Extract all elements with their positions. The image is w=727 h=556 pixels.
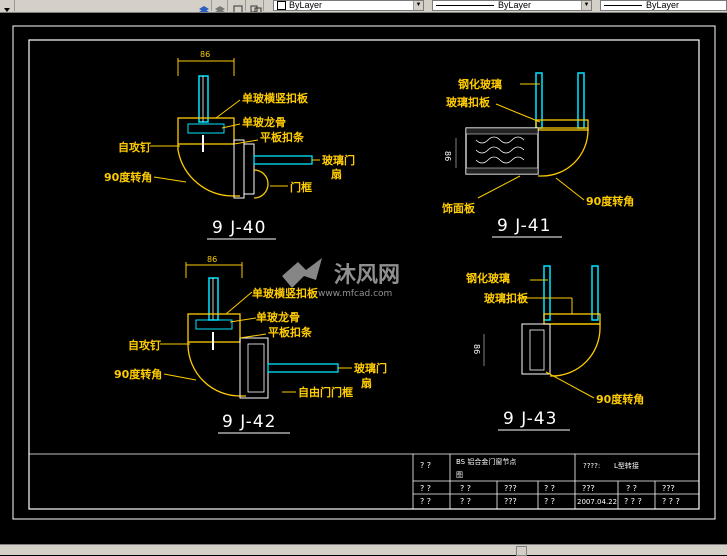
lineweight-dropdown[interactable]: ByLayer <box>600 0 727 11</box>
detail-9j-43: 86 钢化玻璃 玻璃扣板 90度转角 9 J-43 <box>466 265 644 431</box>
tb-r2c1: ? ? <box>420 484 431 493</box>
label-glass-door: 玻璃门 <box>322 153 355 167</box>
toolbar: ByLayer ▼ ByLayer ▼ ByLayer <box>0 0 727 13</box>
watermark-url: www.mfcad.com <box>318 289 392 299</box>
layer-manager-icon[interactable] <box>197 0 212 12</box>
detail-caption: 9 J-41 <box>497 216 551 236</box>
detail-9j-40: 86 单玻横竖扣板 单玻龙骨 平板扣条 自攻钉 玻璃门 扇 门框 90度转角 9… <box>104 50 355 240</box>
label-glass-door-2: 扇 <box>361 376 372 390</box>
label-clip: 单玻横竖扣板 <box>252 286 319 300</box>
label-clip: 玻璃扣板 <box>484 291 529 305</box>
linetype-dropdown-value: ByLayer <box>498 0 532 10</box>
tb-r2c3: ??? <box>504 484 517 493</box>
drawing-canvas[interactable]: 86 单玻横竖扣板 单玻龙骨 平板扣条 自攻钉 玻璃门 扇 门框 90度转角 9… <box>0 13 727 544</box>
label-corner: 90度转角 <box>596 392 644 406</box>
label-strip: 平板扣条 <box>260 130 305 144</box>
detail-9j-42: 86 单玻横竖扣板 单玻龙骨 平板扣条 自攻钉 玻璃门 扇 自由门门框 90度转… <box>114 255 387 434</box>
label-keel: 单玻龙骨 <box>256 310 300 324</box>
tb-r3c5: 2007.04.22 <box>577 498 617 506</box>
label-keel: 单玻龙骨 <box>242 115 286 129</box>
title-block <box>29 453 699 509</box>
dimension-label: 86 <box>443 151 452 161</box>
tb-r3c4: ? ? <box>544 497 555 506</box>
tb-r1c2: BS 铝合金门窗节点 <box>456 457 516 466</box>
tb-r1c1: ? ? <box>420 461 431 470</box>
watermark: 沐风网 www.mfcad.com <box>282 258 400 299</box>
chevron-down-icon[interactable]: ▼ <box>581 1 591 10</box>
tb-r3c7: ? ? ? <box>662 497 680 506</box>
tb-r2c2: ? ? <box>460 484 471 493</box>
label-strip: 平板扣条 <box>268 325 313 339</box>
label-screw: 自攻钉 <box>128 338 161 352</box>
lineweight-dropdown-value: ByLayer <box>646 0 680 10</box>
label-panel: 饰面板 <box>442 201 476 215</box>
tb-r1c3: 图 <box>456 471 463 479</box>
tb-r3c2: ? ? <box>460 497 471 506</box>
tb-r3c6: ? ? ? <box>624 497 642 506</box>
label-screw: 自攻钉 <box>118 140 151 154</box>
tb-r3c1: ? ? <box>420 497 431 506</box>
color-swatch <box>277 1 286 10</box>
label-corner: 90度转角 <box>586 194 634 208</box>
tb-r2c7: ??? <box>662 484 675 493</box>
label-glass-door: 玻璃门 <box>354 361 387 375</box>
label-clip: 单玻横竖扣板 <box>242 91 309 105</box>
label-corner: 90度转角 <box>114 367 162 381</box>
linetype-dropdown[interactable]: ByLayer ▼ <box>432 0 592 11</box>
drawing-frame <box>28 39 700 510</box>
tb-r3c3: ??? <box>504 497 517 506</box>
detail-caption: 9 J-40 <box>212 218 266 238</box>
label-corner: 90度转角 <box>104 170 152 184</box>
watermark-brand: 沐风网 <box>334 263 400 288</box>
dimension-label: 86 <box>207 255 217 264</box>
outer-border <box>12 25 716 520</box>
label-frame: 自由门门框 <box>298 385 353 399</box>
label-clip: 玻璃扣板 <box>446 95 491 109</box>
layer-previous-icon[interactable] <box>231 0 246 12</box>
chevron-down-icon[interactable]: ▼ <box>413 1 423 10</box>
tb-r1c4: ????: <box>583 462 600 470</box>
label-glass-door-2: 扇 <box>331 167 342 181</box>
tb-r2c4: ? ? <box>544 484 555 493</box>
detail-caption: 9 J-42 <box>222 412 276 432</box>
tb-r1c5: L型转接 <box>614 461 639 470</box>
label-tempered: 钢化玻璃 <box>458 77 502 91</box>
dropdown-arrow-button[interactable] <box>0 0 15 12</box>
status-bar <box>0 544 727 556</box>
watermark-logo-icon <box>282 258 322 288</box>
color-dropdown-value: ByLayer <box>289 0 323 10</box>
layer-copy-icon[interactable] <box>249 0 264 12</box>
label-frame: 门框 <box>290 180 312 194</box>
tb-r2c5: ??? <box>582 484 595 493</box>
detail-caption: 9 J-43 <box>503 409 557 429</box>
scroll-left-button[interactable] <box>516 546 527 556</box>
detail-9j-41: 86 钢化玻璃 玻璃扣板 饰面板 90度转角 9 J-41 <box>442 72 634 238</box>
color-dropdown[interactable]: ByLayer ▼ <box>273 0 424 11</box>
layer-state-icon[interactable] <box>213 0 228 12</box>
tb-r2c6: ? ? <box>626 484 637 493</box>
dimension-label: 86 <box>472 344 481 354</box>
label-tempered: 钢化玻璃 <box>466 271 510 285</box>
dimension-label: 86 <box>200 50 210 59</box>
